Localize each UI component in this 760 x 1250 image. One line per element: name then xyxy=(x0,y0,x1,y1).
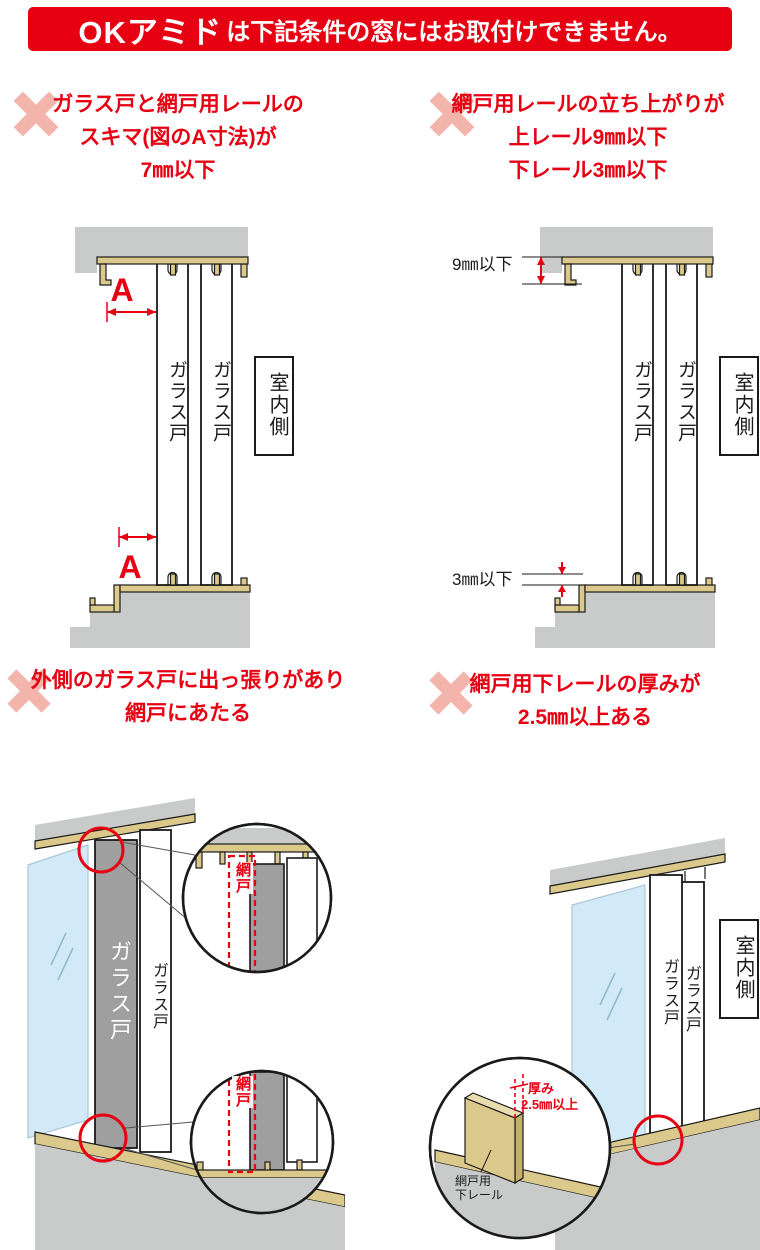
x-shape xyxy=(13,91,59,137)
brand-logo: OKアミド xyxy=(78,14,223,50)
screen-rail-top xyxy=(549,853,726,895)
lower-rail-plate-front xyxy=(464,1097,516,1184)
bottom-rail-fins xyxy=(169,573,248,586)
dimension-3mm: 3㎜以下 xyxy=(452,562,583,597)
top-frame-wall xyxy=(540,227,713,257)
glass-doors xyxy=(621,261,698,586)
diagram-rail-thickness xyxy=(428,838,760,1250)
bottom-sill xyxy=(70,592,250,648)
thickness-label: 厚み xyxy=(528,1081,555,1096)
highlight-circle-top xyxy=(77,826,125,874)
diagram-protrusion xyxy=(27,798,345,1250)
upper-gap-label: 9㎜以下 xyxy=(452,255,512,274)
diagram-rail-rise: 9㎜以下 3㎜以下 xyxy=(452,227,759,648)
highlight-circle-bottom xyxy=(78,1113,128,1163)
screen-door-label: 網戸 xyxy=(232,862,253,894)
lower-rail-label-line1: 網戸用 xyxy=(455,1174,492,1188)
condition-line: スキマ(図のA寸法)が xyxy=(79,126,277,149)
dim-a-label: A xyxy=(118,549,141,585)
dimension-a-bottom: A xyxy=(118,527,156,585)
condition-line: 2.5㎜以上ある xyxy=(517,706,653,729)
dimension-9mm: 9㎜以下 xyxy=(452,255,582,285)
screen-door-outline xyxy=(227,1071,257,1174)
glass-door-label: ガラス戸 xyxy=(631,360,652,444)
glass-door-label: ガラス戸 xyxy=(661,958,678,1026)
indoor-side-box xyxy=(719,919,759,1019)
window-cross-section xyxy=(70,227,294,648)
glass-door-label: ガラス戸 xyxy=(107,940,132,1044)
thickness-value: 2.5㎜以上 xyxy=(521,1097,579,1112)
perspective-window-right xyxy=(549,838,760,1250)
highlight-circle-rail xyxy=(632,1114,684,1166)
x-mark-icon xyxy=(13,91,59,137)
condition-line: 7㎜以下 xyxy=(140,159,216,182)
screen-door-label: 網戸 xyxy=(232,1076,253,1108)
condition-line: 網戸用レールの立ち上がりが xyxy=(451,93,725,116)
condition-line: 網戸用下レールの厚みが xyxy=(469,673,701,696)
dimension-a-top: A xyxy=(106,272,156,322)
indoor-side-label: 室内側 xyxy=(731,372,753,438)
glass-door-label: ガラス戸 xyxy=(675,360,696,444)
glass-door-label: ガラス戸 xyxy=(166,360,187,444)
indoor-side-label: 室内側 xyxy=(266,372,288,438)
bottom-sill xyxy=(555,1120,760,1250)
condition-line: 上レール9㎜以下 xyxy=(508,126,668,149)
x-shape xyxy=(429,671,473,715)
diagram-gap-a: A A xyxy=(70,227,294,648)
lower-rail-label-line2: 下レール xyxy=(455,1188,504,1202)
condition-line: 下レール3㎜以下 xyxy=(508,159,668,182)
condition-3-text: 外側のガラス戸に出っ張りがあり 網戸にあたる xyxy=(18,664,358,730)
x-mark-icon xyxy=(429,671,473,715)
top-frame-beam xyxy=(35,798,195,841)
indoor-side-box xyxy=(254,356,294,456)
glass-door-panel xyxy=(200,261,233,586)
dim-a-label: A xyxy=(110,272,133,308)
x-mark-icon xyxy=(429,91,475,137)
glass-pane xyxy=(27,844,89,1139)
header-message: は下記条件の窓にはお取付けできません。 xyxy=(226,18,682,46)
window-cross-section xyxy=(535,227,759,648)
screen-rail-top xyxy=(96,256,249,286)
top-frame-wall xyxy=(75,227,248,257)
condition-line: ガラス戸と網戸用レールの xyxy=(52,93,304,116)
glass-door-panel xyxy=(665,261,698,586)
x-shape xyxy=(429,91,475,137)
indoor-side-box xyxy=(719,356,759,456)
glass-doors xyxy=(156,261,233,586)
x-shape xyxy=(7,669,51,713)
glass-door-label: ガラス戸 xyxy=(150,962,167,1030)
screen-door-outline xyxy=(227,854,257,972)
top-frame-beam xyxy=(550,838,725,886)
screen-rail-top xyxy=(561,256,714,286)
indoor-side-label: 室内側 xyxy=(732,935,754,1001)
top-frame-return xyxy=(540,257,562,273)
top-frame-return xyxy=(75,257,97,273)
glass-door-label: ガラス戸 xyxy=(210,360,231,444)
condition-2-text: 網戸用レールの立ち上がりが 上レール9㎜以下 下レール3㎜以下 xyxy=(426,88,750,187)
condition-line: 外側のガラス戸に出っ張りがあり xyxy=(30,669,346,692)
header-banner: OKアミド は下記条件の窓にはお取付けできません。 xyxy=(28,7,732,51)
condition-4-text: 網戸用下レールの厚みが 2.5㎜以上ある xyxy=(420,668,750,734)
glass-door-label: ガラス戸 xyxy=(683,965,700,1033)
lower-rail-plate-side xyxy=(514,1111,524,1185)
condition-1-text: ガラス戸と網戸用レールの スキマ(図のA寸法)が 7㎜以下 xyxy=(28,88,328,187)
bottom-sill xyxy=(535,592,715,648)
lower-gap-label: 3㎜以下 xyxy=(452,570,512,589)
glass-door-panel xyxy=(649,874,683,1138)
bottom-sill xyxy=(35,1144,345,1250)
x-mark-icon xyxy=(7,669,51,713)
bottom-rail-fins xyxy=(634,573,713,586)
condition-line: 網戸にあたる xyxy=(125,702,251,725)
